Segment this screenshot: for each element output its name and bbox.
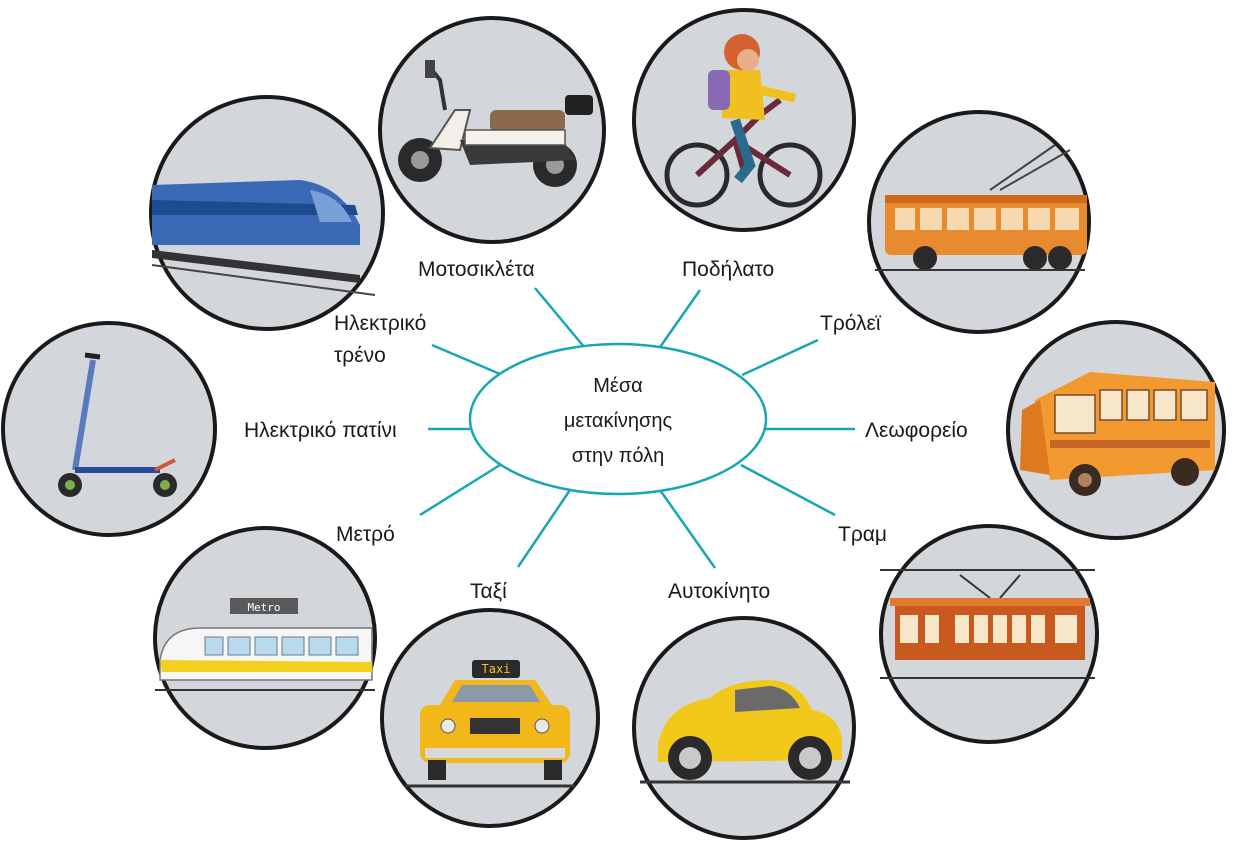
spoke-car (658, 489, 717, 569)
scooter-circle (1, 321, 217, 537)
bus-node (1006, 320, 1226, 540)
metro-sign-text: Metro (247, 601, 280, 614)
label-motorcycle: Μοτοσικλέτα (418, 258, 535, 281)
spoke-bicycle (656, 289, 702, 351)
bicycle-icon (664, 34, 823, 208)
label-tram: Τραμ (838, 523, 887, 546)
center-title-line1: Μέσα (593, 375, 642, 397)
spokes (419, 287, 855, 569)
label-train-line2: τρένο (334, 344, 386, 367)
spoke-train (431, 343, 501, 376)
bicycle-circle (632, 8, 856, 232)
bicycle-node (632, 8, 856, 232)
spoke-motorcycle (534, 287, 586, 349)
metro-station-sign (230, 598, 298, 614)
taxi-roof-sign (472, 660, 520, 678)
label-taxi: Ταξί (470, 580, 507, 603)
center-title-line3: στην πόλη (572, 445, 665, 467)
spoke-tram (740, 463, 836, 517)
label-bus: Λεωφορείο (865, 419, 968, 442)
label-scooter: Ηλεκτρικό πατίνι (244, 419, 397, 442)
scooter-node (1, 321, 217, 537)
train-icon (151, 180, 376, 296)
metro-node: Metro (153, 526, 377, 750)
taxi-node: Taxi (380, 608, 600, 828)
spoke-taxi (516, 489, 572, 568)
label-metro: Μετρό (336, 523, 395, 546)
tram-node (879, 524, 1099, 744)
scooter-icon (58, 352, 177, 497)
trolley-icon (875, 144, 1087, 271)
bus-icon (1020, 372, 1215, 496)
label-car: Αυτοκίνητο (668, 580, 770, 603)
motorcycle-icon (398, 60, 593, 187)
label-trolley: Τρόλεϊ (820, 312, 882, 335)
center-oval (468, 342, 768, 496)
trolley-node (867, 110, 1091, 334)
center-node: Μέσα μετακίνησης στην πόλη (468, 342, 768, 496)
label-bicycle: Ποδήλατο (682, 258, 774, 281)
car-node (632, 616, 856, 840)
center-title-line2: μετακίνησης (564, 410, 673, 432)
taxi-sign-text: Taxi (482, 662, 511, 676)
metro-icon: Metro (155, 598, 375, 691)
train-node (149, 95, 385, 331)
tram-icon (880, 569, 1095, 679)
motorcycle-node (378, 16, 606, 244)
taxi-icon: Taxi (405, 660, 575, 788)
label-train-line1: Ηλεκτρικό (334, 312, 426, 335)
car-icon (640, 680, 850, 784)
spoke-trolley (741, 338, 819, 377)
labels: Μοτοσικλέτα Ποδήλατο Τρόλεϊ Λεωφορείο Τρ… (244, 258, 968, 603)
spoke-metro (419, 463, 501, 517)
